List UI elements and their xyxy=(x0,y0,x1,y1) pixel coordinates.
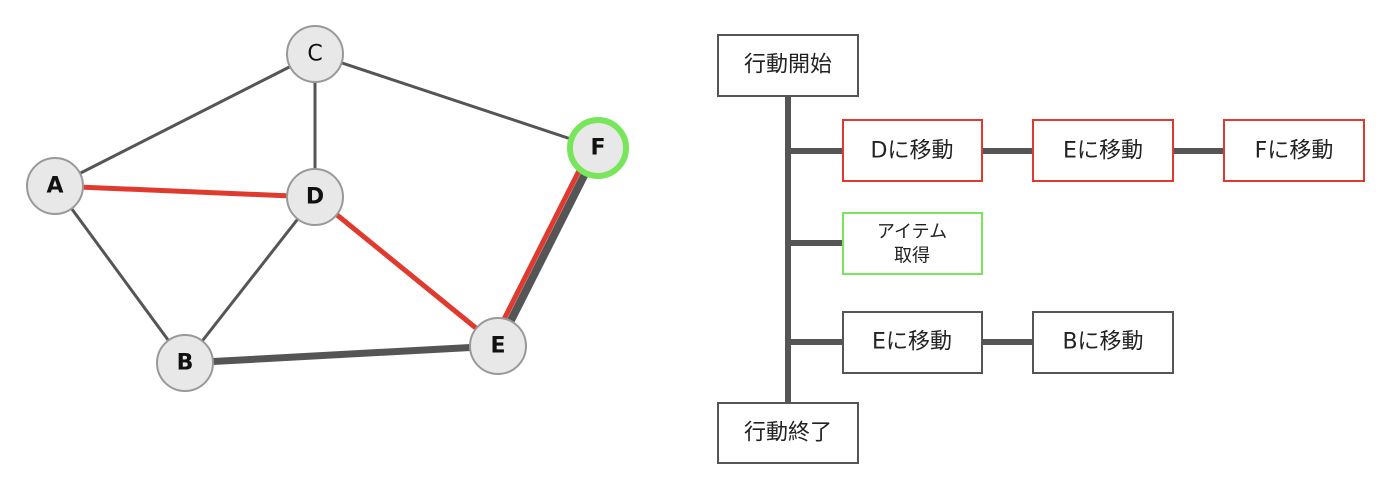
end-box: 行動終了 xyxy=(717,402,859,464)
item-acquire-label-line2: 取得 xyxy=(894,246,930,267)
path-edge-e-f xyxy=(489,143,595,345)
move-b-label: Bに移動 xyxy=(1062,330,1143,355)
edge-b-e xyxy=(184,342,499,367)
edge-e-f xyxy=(494,146,602,348)
start-label: 行動開始 xyxy=(744,53,832,78)
move-e-box-row1: Eに移動 xyxy=(1032,119,1174,182)
node-c: C xyxy=(286,25,344,83)
node-a-label: A xyxy=(46,174,63,199)
end-label: 行動終了 xyxy=(744,421,832,446)
node-e: E xyxy=(469,317,527,375)
path-edge-d-e xyxy=(313,195,500,348)
move-d-box: Dに移動 xyxy=(842,119,983,182)
move-d-label: Dに移動 xyxy=(871,139,954,164)
move-f-box: Fに移動 xyxy=(1223,119,1365,182)
path-edge-a-d xyxy=(54,183,316,200)
edge-d-b xyxy=(183,196,317,364)
edge-a-c xyxy=(54,52,316,188)
tree-connectors xyxy=(785,96,1224,403)
node-d: D xyxy=(286,168,344,226)
move-f-label: Fに移動 xyxy=(1255,139,1334,164)
edge-a-b xyxy=(53,185,187,364)
move-e-label-row1: Eに移動 xyxy=(1063,139,1143,164)
node-b-label: B xyxy=(177,351,194,376)
item-acquire-label-line1: アイテム xyxy=(877,222,947,243)
start-box: 行動開始 xyxy=(717,34,859,97)
item-acquire-box: アイテム 取得 xyxy=(842,212,983,275)
move-e-label-row3: Eに移動 xyxy=(872,330,952,355)
move-e-box-row3: Eに移動 xyxy=(842,311,983,374)
graph-edges xyxy=(53,52,602,367)
node-f-label: F xyxy=(590,136,605,161)
node-b: B xyxy=(156,334,214,392)
node-e-label: E xyxy=(490,334,505,359)
node-f-goal: F xyxy=(567,117,629,179)
move-b-box: Bに移動 xyxy=(1032,311,1174,374)
edge-c-f xyxy=(314,52,599,150)
node-d-label: D xyxy=(306,185,324,210)
node-a: A xyxy=(26,157,84,215)
node-c-label: C xyxy=(307,42,322,67)
